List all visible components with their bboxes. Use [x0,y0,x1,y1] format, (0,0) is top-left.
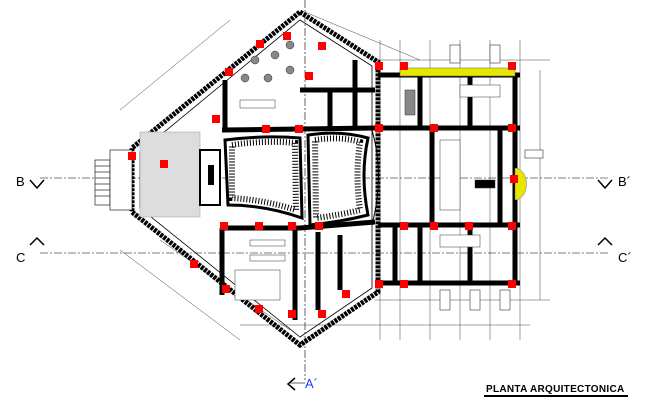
auditorium-seating [199,129,379,227]
svg-text:B: B [16,174,25,189]
furniture [234,40,501,301]
columns [128,32,518,318]
entrance-stair [94,149,133,211]
section-marker-b-right: B´ [597,174,631,190]
svg-text:A´: A´ [305,376,318,391]
drawing-title: PLANTA ARQUITECTONICA [484,384,628,397]
parked-cars [439,44,544,311]
svg-text:C: C [16,250,25,265]
section-marker-a: A´ [286,376,318,391]
svg-text:PLANTA ARQUITECTONICA: PLANTA ARQUITECTONICA [486,384,625,395]
svg-text:B´: B´ [618,174,631,189]
svg-text:C´: C´ [618,250,632,265]
section-marker-c-right: C´ [597,236,632,265]
lobby-floor [139,131,201,218]
section-marker-c-left: C [16,236,45,265]
section-marker-b-left: B [16,174,45,190]
